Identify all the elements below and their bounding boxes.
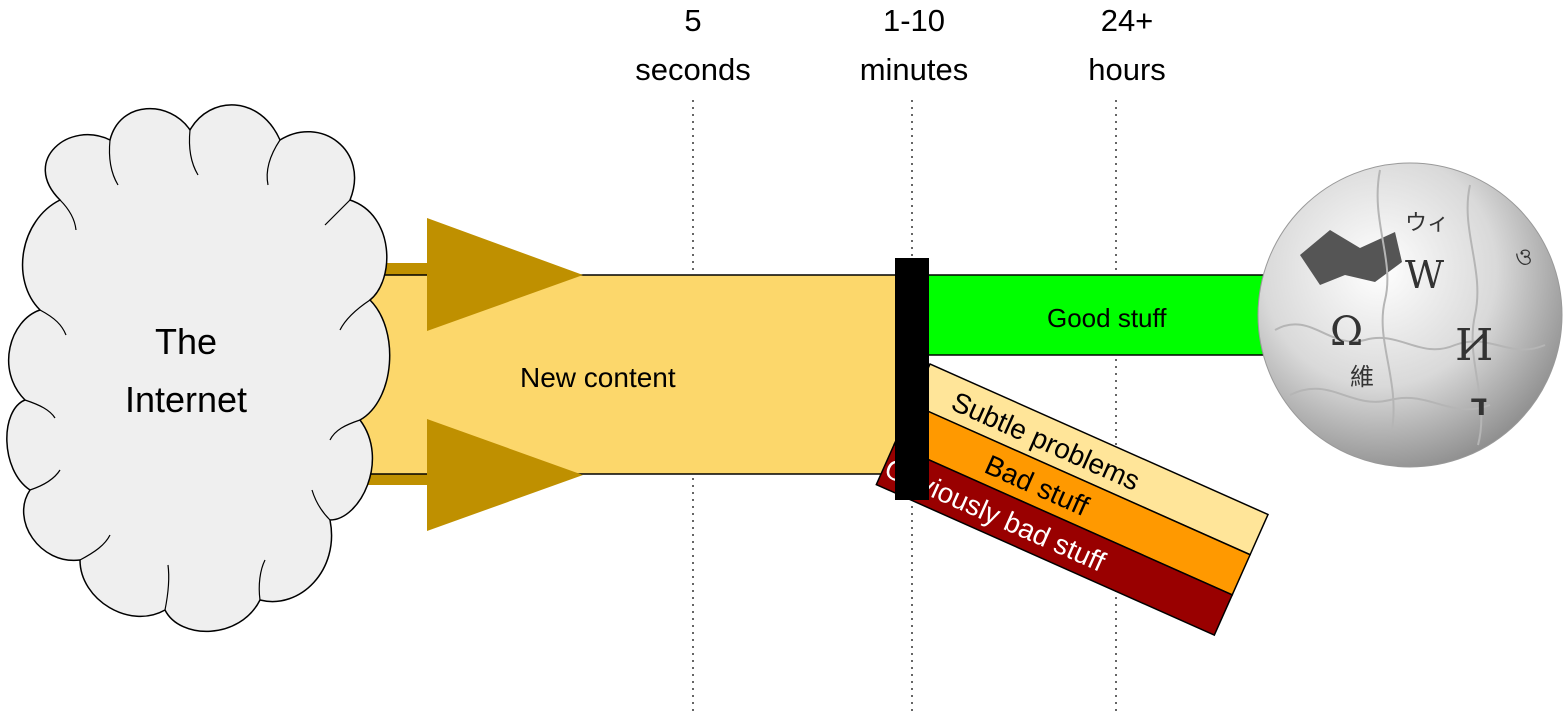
svg-text:ウィ: ウィ <box>1405 211 1449 236</box>
timeline-label-24-line2: hours <box>1088 52 1166 87</box>
timeline-label-5-line1: 5 <box>684 3 701 38</box>
svg-text:ד: ד <box>1470 388 1488 423</box>
internet-cloud <box>6 104 391 632</box>
timeline-label-1-10-line1: 1-10 <box>883 3 945 38</box>
timeline-label-24-line1: 24+ <box>1101 3 1154 38</box>
svg-text:И: И <box>1455 320 1493 371</box>
svg-text:ও: ও <box>1515 243 1533 271</box>
arrow-head-bottom <box>427 419 583 531</box>
rejected-bands: Subtle problems Bad stuff Obviously bad … <box>875 363 1270 637</box>
internet-label-line1: The <box>155 321 217 362</box>
filter-bar <box>895 258 929 500</box>
svg-text:Ω: Ω <box>1330 309 1363 355</box>
obviously-bad-stuff-band <box>875 443 1234 637</box>
svg-text:W: W <box>1405 253 1444 297</box>
internet-label-line2: Internet <box>125 379 247 420</box>
new-content-label: New content <box>520 362 676 393</box>
timeline-label-5-line2: seconds <box>635 52 750 87</box>
timeline-label-1-10-line2: minutes <box>860 52 969 87</box>
arrow-head-top <box>427 218 583 331</box>
good-stuff-band <box>927 274 1289 356</box>
svg-text:維: 維 <box>1350 363 1374 391</box>
wikipedia-globe-logo: Ω W И 維 ד ウィ ও <box>1257 162 1563 468</box>
good-stuff-label: Good stuff <box>1047 303 1167 333</box>
